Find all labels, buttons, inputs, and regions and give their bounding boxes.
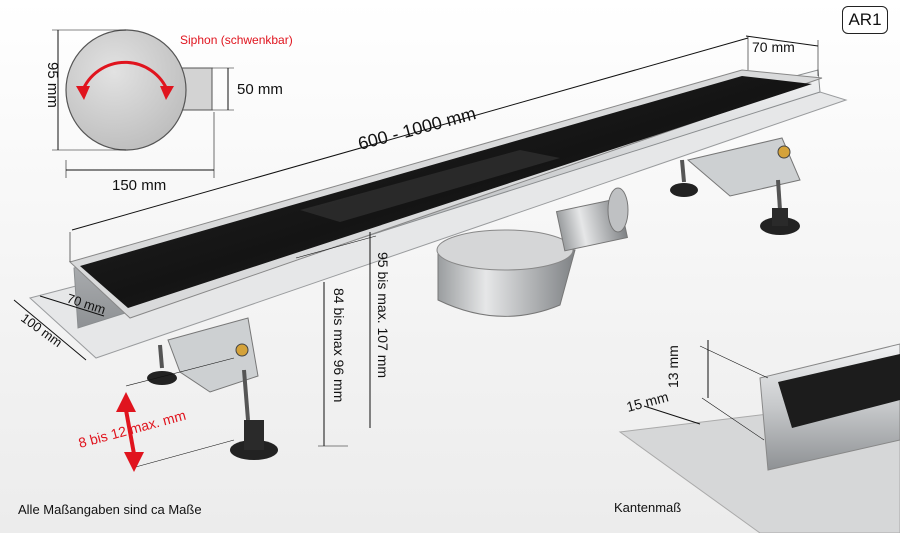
- top-width-label: 70 mm: [752, 39, 795, 55]
- siphon-detail: Siphon (schwenkbar) 95 mm 50 mm 150 mm: [44, 29, 293, 194]
- variant-badge: AR1: [842, 6, 888, 34]
- shower-channel: 600 - 1000 mm 70 mm 70 mm 100 mm 95 bis …: [13, 35, 848, 472]
- arrow-down-icon: [124, 452, 144, 472]
- edge-height-label: 13 mm: [665, 345, 681, 388]
- footer-note: Alle Maßangaben sind ca Maße: [18, 502, 202, 517]
- siphon-width-label: 150 mm: [112, 177, 166, 194]
- rotate-arrow-head-right: [160, 86, 174, 100]
- siphon-title: Siphon (schwenkbar): [180, 33, 293, 47]
- height-inner-label: 84 bis max 96 mm: [331, 288, 347, 402]
- siphon-body-3d: [436, 187, 629, 317]
- edge-detail: 13 mm 15 mm: [618, 340, 900, 533]
- length-label: 600 - 1000 mm: [356, 103, 478, 154]
- length-dim-line: [71, 37, 749, 231]
- leg-front: [147, 317, 278, 460]
- rotate-arrow-icon: [80, 60, 170, 93]
- rotate-arrow-head-left: [76, 86, 90, 100]
- leg-back: [670, 137, 801, 235]
- edge-depth-label: 15 mm: [625, 388, 670, 415]
- siphon-height-label: 95 mm: [44, 62, 61, 108]
- siphon-outlet-label: 50 mm: [237, 81, 283, 98]
- glass-cover: [80, 76, 812, 308]
- arrow-up-icon: [116, 392, 136, 412]
- glass-reflection: [300, 150, 560, 222]
- height-outer-label: 95 bis max. 107 mm: [375, 252, 391, 378]
- edge-caption: Kantenmaß: [614, 500, 682, 515]
